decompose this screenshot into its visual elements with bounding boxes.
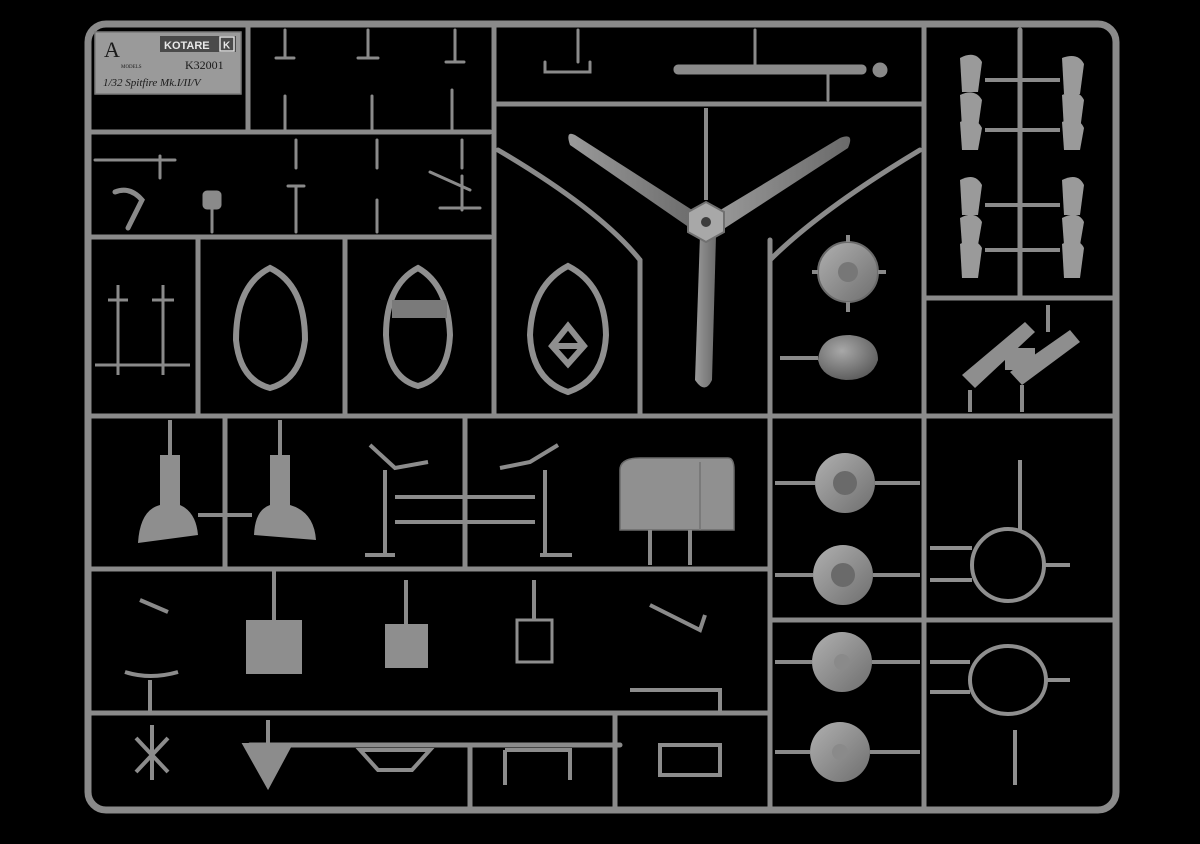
wheels xyxy=(775,453,920,782)
wheel-3 xyxy=(812,632,872,692)
bulkhead-frames xyxy=(232,262,610,396)
rudder-bar-parts xyxy=(365,443,572,557)
brand-tagline: MODELS xyxy=(121,65,142,70)
spinner-backplate xyxy=(812,235,886,312)
brand-logo-icon xyxy=(219,36,235,52)
fuel-tank-part xyxy=(780,335,878,380)
propeller xyxy=(568,108,851,388)
bottom-row-parts xyxy=(124,670,722,791)
wheel-1 xyxy=(815,453,875,513)
lower-box-parts xyxy=(139,569,707,674)
upper-right-parts xyxy=(960,54,1084,278)
kit-number: K32001 xyxy=(185,58,224,72)
seat-back-parts xyxy=(138,420,316,543)
sprue-letter: A xyxy=(104,37,120,62)
strut-parts xyxy=(95,285,190,375)
brand-name: KOTARE xyxy=(164,40,210,52)
kit-name: 1/32 Spitfire Mk.I/II/V xyxy=(103,77,202,89)
armour-plate xyxy=(619,457,735,565)
small-parts-top xyxy=(93,28,888,234)
brand-badge xyxy=(160,36,236,52)
sprue-runners xyxy=(87,23,1115,813)
gun-parts xyxy=(962,305,1080,412)
wheel-4 xyxy=(810,722,870,782)
cowl-rings xyxy=(930,460,1070,785)
label-plate: A KOTARE K MODELS K32001 1/32 Spitfire M… xyxy=(94,31,242,95)
wheel-2 xyxy=(813,545,873,605)
brand-mark: K xyxy=(223,41,231,52)
